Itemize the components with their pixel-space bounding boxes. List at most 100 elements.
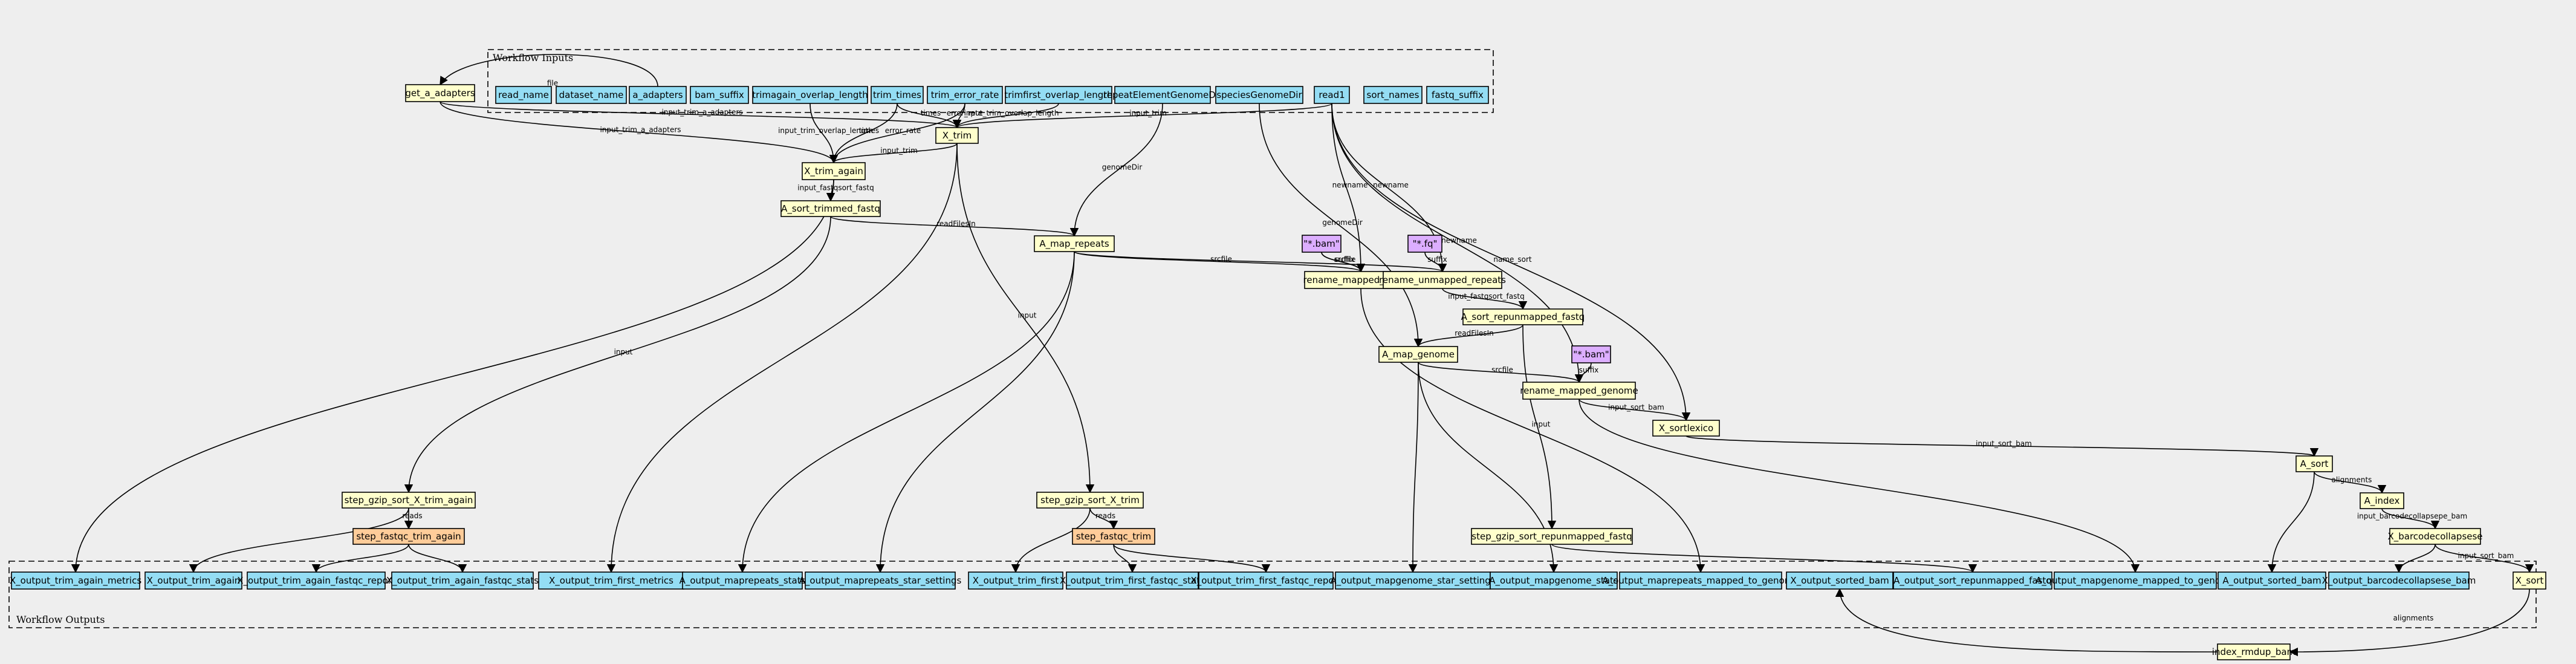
node-A_output_maprepeats_star_settings[interactable]: A_output_maprepeats_star_settings: [799, 571, 962, 590]
node-step_gzip_sort_X_trim[interactable]: step_gzip_sort_X_trim: [1036, 492, 1144, 509]
node-speciesGenomeDir[interactable]: speciesGenomeDir: [1215, 86, 1303, 104]
node-bam_const2[interactable]: "*.bam": [1571, 345, 1611, 363]
node-X_output_barcodecollapsese_bam-box[interactable]: [2328, 571, 2470, 590]
node-repeatElementGenomeDir-box[interactable]: [1114, 86, 1211, 104]
node-step_fastqc_trim[interactable]: step_fastqc_trim: [1072, 528, 1155, 545]
node-a_adapters[interactable]: a_adapters: [629, 86, 687, 104]
node-X_trim_again-box[interactable]: [802, 162, 866, 180]
node-trim_times-box[interactable]: [871, 86, 924, 104]
node-X_sortlexico-box[interactable]: [1652, 420, 1720, 437]
node-read1[interactable]: read1: [1314, 86, 1350, 104]
node-a_adapters-box[interactable]: [629, 86, 687, 104]
node-rename_unmapped_repeats-box[interactable]: [1383, 271, 1502, 289]
node-step_gzip_sort_X_trim_again[interactable]: step_gzip_sort_X_trim_again: [342, 492, 476, 509]
node-fastq_suffix[interactable]: fastq_suffix: [1426, 86, 1489, 104]
node-A_output_maprepeats_mapped_to_genome-box[interactable]: [1619, 571, 1782, 590]
node-A_output_sort_repunmapped_fastq-box[interactable]: [1893, 571, 2052, 590]
node-A_map_repeats-box[interactable]: [1034, 235, 1115, 252]
node-bam_suffix[interactable]: bam_suffix: [690, 86, 749, 104]
node-repeatElementGenomeDir[interactable]: repeatElementGenomeDir: [1103, 86, 1222, 104]
node-X_trim[interactable]: X_trim: [935, 127, 979, 144]
node-index_rmdup_bam[interactable]: index_rmdup_bam: [2212, 643, 2295, 660]
node-X_trim-box[interactable]: [935, 127, 979, 144]
node-X_output_trim_again_fastqc_report[interactable]: X_output_trim_again_fastqc_report: [237, 571, 395, 590]
node-A_output_sorted_bam[interactable]: A_output_sorted_bam: [2218, 571, 2326, 590]
node-rename_mapped_genome-box[interactable]: [1522, 382, 1636, 400]
node-step_fastqc_trim_again[interactable]: step_fastqc_trim_again: [352, 528, 465, 545]
node-A_map_genome[interactable]: A_map_genome: [1378, 346, 1458, 363]
node-X_output_trim_first_fastqc_stats-box[interactable]: [1066, 571, 1199, 590]
node-trimfirst_overlap_length-box[interactable]: [1005, 86, 1112, 104]
node-A_map_genome-box[interactable]: [1378, 346, 1458, 363]
node-X_output_trim_first[interactable]: X_output_trim_first: [968, 571, 1063, 590]
node-step_fastqc_trim-box[interactable]: [1072, 528, 1155, 545]
node-fastq_suffix-box[interactable]: [1426, 86, 1489, 104]
node-X_output_trim_again_metrics-box[interactable]: [11, 571, 140, 590]
node-X_output_trim_again_fastqc_stats[interactable]: X_output_trim_again_fastqc_stats: [386, 571, 539, 590]
node-A_sort_trimmed_fastq-box[interactable]: [780, 200, 881, 217]
node-rename_unmapped_repeats[interactable]: rename_unmapped_repeats: [1379, 271, 1506, 289]
node-X_sort-box[interactable]: [2513, 571, 2546, 590]
node-get_a_adapters-box[interactable]: [405, 84, 475, 102]
node-X_output_trim_again-box[interactable]: [144, 571, 242, 590]
node-step_gzip_sort_X_trim-box[interactable]: [1036, 492, 1144, 509]
node-X_output_trim_again_fastqc_stats-box[interactable]: [391, 571, 534, 590]
node-A_output_maprepeats_mapped_to_genome[interactable]: A_output_maprepeats_mapped_to_genome: [1602, 571, 1799, 590]
node-bam_const2-box[interactable]: [1571, 345, 1611, 363]
node-X_output_trim_first_metrics-box[interactable]: [538, 571, 684, 590]
node-speciesGenomeDir-box[interactable]: [1215, 86, 1303, 104]
node-X_barcodecollapsese[interactable]: X_barcodecollapsese: [2387, 528, 2483, 545]
node-bam_suffix-box[interactable]: [690, 86, 749, 104]
node-A_output_sort_repunmapped_fastq[interactable]: A_output_sort_repunmapped_fastq: [1893, 571, 2052, 590]
node-A_output_maprepeats_stats[interactable]: A_output_maprepeats_stats: [680, 571, 806, 590]
node-X_output_trim_again_fastqc_report-box[interactable]: [247, 571, 386, 590]
node-trimagain_overlap_length[interactable]: trimagain_overlap_length: [752, 86, 868, 104]
node-read1-box[interactable]: [1314, 86, 1350, 104]
node-X_sortlexico[interactable]: X_sortlexico: [1652, 420, 1720, 437]
node-A_sort[interactable]: A_sort: [2295, 455, 2333, 472]
node-A_index[interactable]: A_index: [2360, 492, 2404, 509]
node-A_sort-box[interactable]: [2295, 455, 2333, 472]
node-A_output_maprepeats_stats-box[interactable]: [682, 571, 803, 590]
node-A_output_mapgenome_star_settings[interactable]: A_output_mapgenome_star_settings: [1330, 571, 1496, 590]
node-A_output_mapgenome_stats-box[interactable]: [1490, 571, 1618, 590]
node-X_output_trim_again_metrics[interactable]: X_output_trim_again_metrics: [10, 571, 141, 590]
node-sort_names-box[interactable]: [1363, 86, 1423, 104]
node-A_output_sorted_bam-box[interactable]: [2218, 571, 2326, 590]
node-X_output_trim_again[interactable]: X_output_trim_again: [144, 571, 242, 590]
node-A_map_repeats[interactable]: A_map_repeats: [1034, 235, 1115, 252]
node-A_output_mapgenome_stats[interactable]: A_output_mapgenome_stats: [1489, 571, 1618, 590]
node-dataset_name[interactable]: dataset_name: [556, 86, 627, 104]
node-A_output_maprepeats_star_settings-box[interactable]: [805, 571, 956, 590]
node-fq_const-box[interactable]: [1407, 235, 1442, 253]
node-trim_error_rate-box[interactable]: [927, 86, 1003, 104]
node-trim_error_rate[interactable]: trim_error_rate: [927, 86, 1003, 104]
node-trim_times[interactable]: trim_times: [871, 86, 924, 104]
node-X_output_sorted_bam[interactable]: X_output_sorted_bam: [1786, 571, 1893, 590]
node-bam_const1[interactable]: "*.bam": [1302, 235, 1342, 253]
node-dataset_name-box[interactable]: [556, 86, 627, 104]
node-fq_const[interactable]: "*.fq": [1407, 235, 1442, 253]
node-read_name-box[interactable]: [495, 86, 552, 104]
node-step_gzip_sort_repunmapped_fastq-box[interactable]: [1471, 528, 1633, 545]
node-X_output_trim_first_metrics[interactable]: X_output_trim_first_metrics: [538, 571, 684, 590]
node-read_name[interactable]: read_name: [495, 86, 552, 104]
node-X_sort[interactable]: X_sort: [2513, 571, 2546, 590]
node-trimagain_overlap_length-box[interactable]: [752, 86, 868, 104]
node-index_rmdup_bam-box[interactable]: [2217, 643, 2291, 660]
node-step_gzip_sort_repunmapped_fastq[interactable]: step_gzip_sort_repunmapped_fastq: [1471, 528, 1633, 545]
node-A_sort_trimmed_fastq[interactable]: A_sort_trimmed_fastq: [780, 200, 881, 217]
node-trimfirst_overlap_length[interactable]: trimfirst_overlap_length: [1004, 86, 1113, 104]
node-X_output_trim_first_fastqc_report-box[interactable]: [1198, 571, 1334, 590]
node-A_index-box[interactable]: [2360, 492, 2404, 509]
node-X_output_trim_first_fastqc_report[interactable]: X_output_trim_first_fastqc_report: [1190, 571, 1342, 590]
node-A_sort_repunmapped_fastq-box[interactable]: [1462, 308, 1583, 325]
node-X_output_trim_first_fastqc_stats[interactable]: X_output_trim_first_fastqc_stats: [1060, 571, 1205, 590]
node-sort_names[interactable]: sort_names: [1363, 86, 1423, 104]
node-X_trim_again[interactable]: X_trim_again: [802, 162, 866, 180]
node-step_fastqc_trim_again-box[interactable]: [352, 528, 465, 545]
node-bam_const1-box[interactable]: [1302, 235, 1342, 253]
node-X_barcodecollapsese-box[interactable]: [2389, 528, 2481, 545]
node-X_output_trim_first-box[interactable]: [968, 571, 1063, 590]
node-rename_mapped_genome[interactable]: rename_mapped_genome: [1520, 382, 1638, 400]
